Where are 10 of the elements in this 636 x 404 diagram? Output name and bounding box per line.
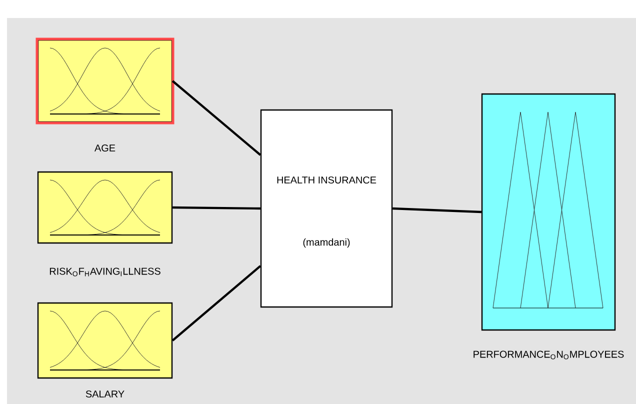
variable-label: AGE (94, 144, 116, 152)
box-label: (mamdani) (303, 238, 350, 248)
variable-label: RISK$_{O}$F$_{H}$AVING$_{I}$LLNESS (50, 268, 160, 276)
box-label: HEALTH INSURANCE (277, 176, 376, 184)
variable-label: SALARY (86, 390, 124, 398)
connector-line (172, 265, 262, 342)
connector-line (172, 206, 260, 210)
variable-label: PERFORMANCE$_{O}$N$_{O}$MPLOYEES (474, 350, 624, 360)
connector-line (172, 80, 262, 156)
connector-line (392, 207, 482, 214)
